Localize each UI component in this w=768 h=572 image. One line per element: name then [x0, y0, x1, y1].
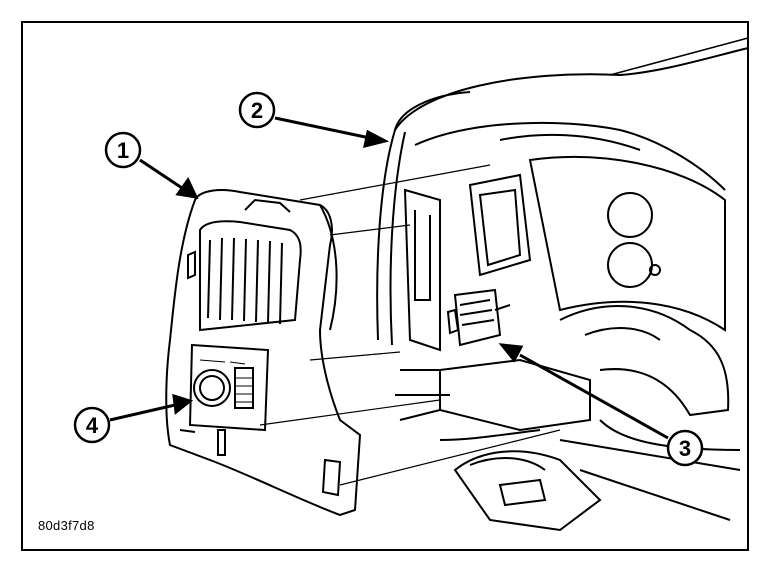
svg-text:2: 2 [251, 98, 263, 123]
callout-3: 3 [666, 429, 704, 467]
callout-4: 4 [73, 406, 111, 444]
control-knob [193, 369, 231, 407]
callout-leaders [109, 116, 669, 440]
callout-1: 1 [104, 131, 142, 169]
alignment-lines [259, 164, 561, 486]
dashboard-assembly [376, 37, 749, 532]
figure-code: 80d3f7d8 [38, 518, 95, 533]
svg-text:4: 4 [86, 413, 99, 438]
svg-text:3: 3 [679, 436, 691, 461]
diagram-border [21, 21, 749, 551]
svg-text:1: 1 [117, 138, 129, 163]
callout-2: 2 [238, 91, 276, 129]
instrument-bezel [165, 189, 362, 517]
